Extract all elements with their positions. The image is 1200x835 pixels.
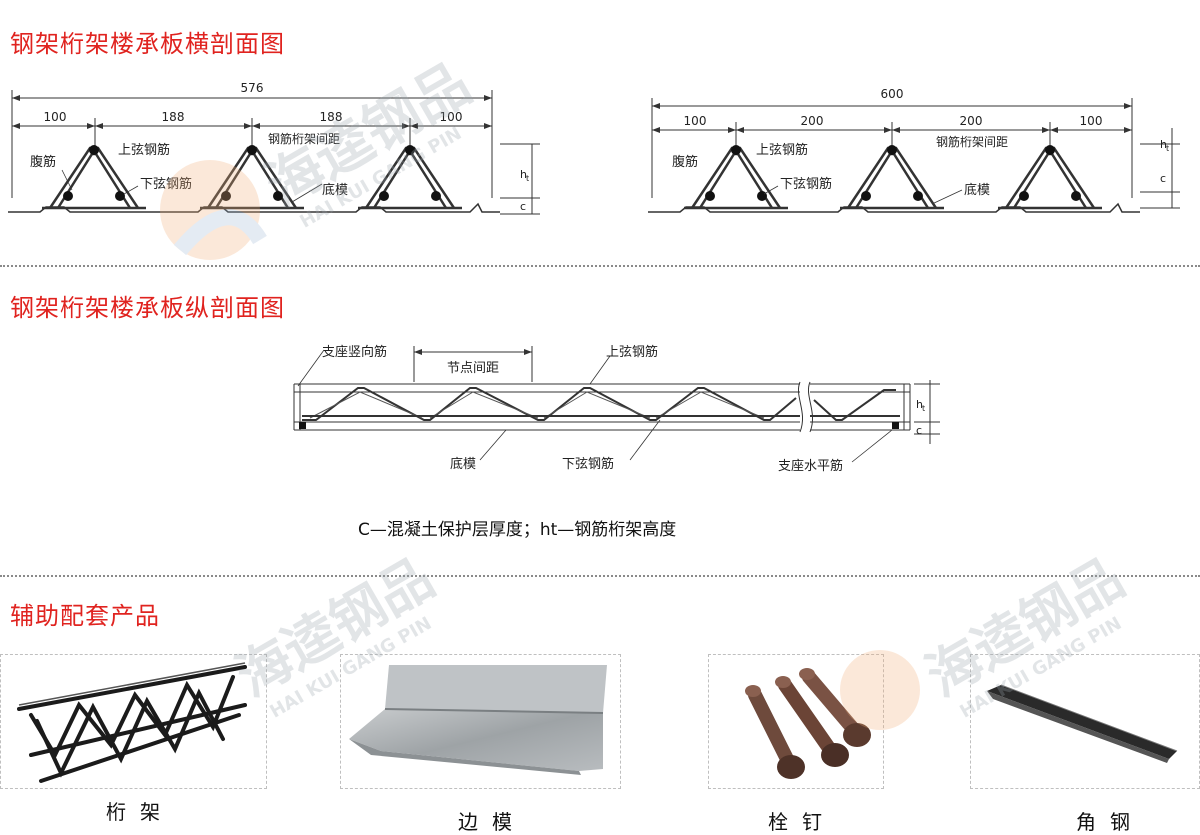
long-label-bottom-chord: 下弦钢筋 — [562, 456, 614, 472]
long-section-title: 钢架桁架楼承板纵剖面图 — [10, 294, 285, 322]
left-label-spacing: 钢筋桁架间距 — [268, 131, 340, 146]
section-divider-2 — [0, 575, 1200, 577]
cross-section-left-drawing: 576 100 188 188 100 钢筋桁架间距 腹筋 上弦钢筋 下弦钢筋 … — [8, 81, 540, 215]
left-label-bottom-chord: 下弦钢筋 — [140, 176, 192, 192]
angle-steel-photo-icon — [987, 684, 1178, 763]
product-label-truss: 桁架 — [106, 800, 174, 824]
right-label-ht: h — [1160, 138, 1167, 151]
long-label-top-chord: 上弦钢筋 — [606, 344, 658, 360]
product-label-angle-steel: 角钢 — [1076, 810, 1144, 834]
right-seg-1: 100 — [684, 114, 707, 128]
long-label-support-vertical: 支座竖向筋 — [322, 344, 387, 360]
right-label-web: 腹筋 — [672, 154, 698, 170]
right-label-top-chord: 上弦钢筋 — [756, 142, 808, 158]
product-card-edge-form[interactable] — [340, 654, 621, 789]
left-label-ht: h — [520, 168, 527, 181]
right-label-c: c — [1160, 172, 1166, 185]
cross-section-title: 钢架桁架楼承板横剖面图 — [10, 30, 285, 58]
long-section-drawing: 支座竖向筋 节点间距 上弦钢筋 底模 下弦钢筋 支座水平筋 h t c — [293, 344, 940, 474]
right-seg-4: 100 — [1080, 114, 1103, 128]
cross-section-right-drawing: 600 100 200 200 100 钢筋桁架间距 腹筋 上弦钢筋 下弦钢筋 … — [648, 87, 1180, 213]
left-seg-2: 188 — [162, 110, 185, 124]
watermark-logo-2: 海逵钢品 HAI KUI GANG PIN — [226, 546, 445, 723]
right-label-base: 底模 — [964, 182, 990, 198]
left-seg-3: 188 — [320, 110, 343, 124]
left-seg-4: 100 — [440, 110, 463, 124]
section-divider-1 — [0, 265, 1200, 267]
long-label-base: 底模 — [450, 456, 476, 472]
left-total-dim: 576 — [241, 81, 264, 95]
left-label-top-chord: 上弦钢筋 — [118, 142, 170, 158]
right-label-bottom-chord: 下弦钢筋 — [780, 176, 832, 192]
right-seg-3: 200 — [960, 114, 983, 128]
left-label-ht-sub: t — [526, 174, 529, 183]
right-label-spacing: 钢筋桁架间距 — [936, 134, 1008, 149]
product-card-truss[interactable] — [0, 654, 267, 789]
right-total-dim: 600 — [881, 87, 904, 101]
watermark-logo-1: 海逵钢品 HAI KUI GANG PIN — [160, 51, 482, 260]
shear-stud-photo-icon — [745, 668, 871, 779]
product-card-shear-stud[interactable] — [708, 654, 884, 789]
long-label-ht-sub: t — [922, 404, 925, 413]
truss-photo-icon — [17, 662, 247, 783]
right-seg-2: 200 — [801, 114, 824, 128]
left-seg-1: 100 — [44, 110, 67, 124]
long-label-ht: h — [916, 398, 923, 411]
product-label-edge-form: 边模 — [458, 810, 526, 834]
right-label-ht-sub: t — [1166, 144, 1169, 153]
edge-form-photo-icon — [349, 665, 607, 775]
long-label-node-spacing: 节点间距 — [447, 361, 499, 376]
long-label-c: c — [916, 424, 922, 437]
product-label-shear-stud: 栓钉 — [768, 810, 836, 834]
long-label-support-horizontal: 支座水平筋 — [778, 458, 843, 474]
left-label-base: 底模 — [322, 182, 348, 198]
abbreviation-note: C—混凝土保护层厚度；ht—钢筋桁架高度 — [358, 520, 677, 540]
left-label-web: 腹筋 — [30, 154, 56, 170]
products-title: 辅助配套产品 — [10, 602, 160, 630]
product-card-angle-steel[interactable] — [970, 654, 1200, 789]
left-label-c: c — [520, 200, 526, 213]
watermark-logo-3: 海逵钢品 HAI KUI GANG PIN — [840, 546, 1134, 730]
